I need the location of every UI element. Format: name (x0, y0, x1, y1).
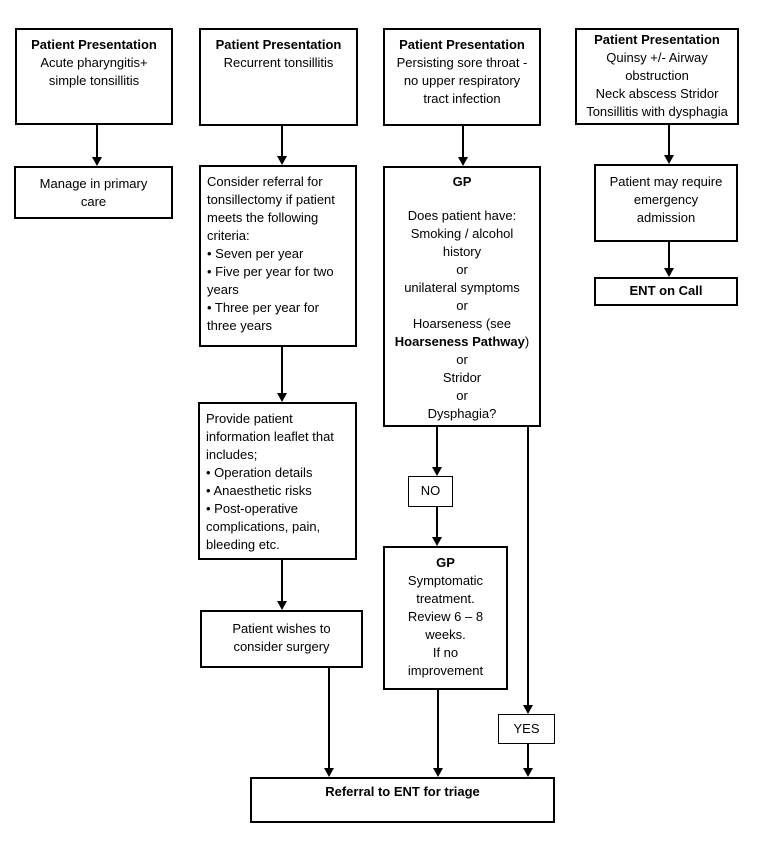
arrowhead-down-icon (523, 768, 533, 777)
connector-quinsy-to-emergency (668, 125, 670, 155)
node-referral-ent-triage: Referral to ENT for triage (250, 777, 555, 823)
node-no-label: NO (408, 476, 453, 507)
question-text-post: ) or Stridor or Dysphagia? (427, 334, 530, 421)
node-body: NO (420, 483, 441, 498)
node-body: Symptomatic treatment. Review 6 – 8 week… (407, 573, 484, 678)
node-body: Consider referral for tonsillectomy if p… (207, 174, 335, 333)
arrowhead-down-icon (432, 537, 442, 546)
arrowhead-down-icon (433, 768, 443, 777)
node-body: Acute pharyngitis+ simple tonsillitis (40, 55, 148, 88)
node-body: Persisting sore throat - no upper respir… (396, 55, 528, 106)
connector-yes-to-referral (527, 744, 529, 768)
node-body: Manage in primary care (39, 176, 148, 209)
node-patient-wishes-surgery: Patient wishes to consider surgery (200, 610, 363, 668)
node-body: Patient wishes to consider surgery (232, 621, 331, 654)
connector-gp-to-no (436, 427, 438, 467)
node-body: Quinsy +/- Airway obstruction Neck absce… (586, 50, 728, 119)
node-title: Patient Presentation (215, 37, 342, 52)
node-title: GP (436, 555, 455, 570)
connector-gp-to-yes (527, 427, 529, 706)
connector-treatment-to-referral (437, 690, 439, 768)
arrowhead-down-icon (277, 393, 287, 402)
node-title: GP (452, 174, 472, 189)
arrowhead-down-icon (664, 268, 674, 277)
connector-criteria-to-leaflet (281, 347, 283, 393)
connector-leaflet-to-surgery (281, 560, 283, 601)
arrowhead-down-icon (277, 601, 287, 610)
connector-emergency-to-entoncall (668, 242, 670, 268)
node-manage-primary-care: Manage in primary care (14, 166, 173, 219)
arrowhead-down-icon (277, 156, 287, 165)
arrowhead-down-icon (458, 157, 468, 166)
connector-recurrent-to-criteria (281, 126, 283, 156)
arrowhead-down-icon (664, 155, 674, 164)
node-body: Referral to ENT for triage (325, 784, 480, 799)
arrowhead-down-icon (432, 467, 442, 476)
connector-no-to-treatment (436, 507, 438, 537)
node-emergency-admission: Patient may require emergency admission (594, 164, 738, 242)
node-gp-symptomatic-treatment: GP Symptomatic treatment. Review 6 – 8 we… (383, 546, 508, 690)
node-body: Recurrent tonsillitis (223, 55, 334, 70)
connector-surgery-to-referral (328, 668, 330, 768)
hoarseness-pathway-reference: Hoarseness Pathway (394, 334, 525, 349)
node-title: Patient Presentation (31, 37, 157, 52)
question-text-pre: Does patient have: Smoking / alcohol his… (404, 208, 520, 331)
node-title: Patient Presentation (399, 37, 525, 52)
connector-sorethroat-to-gp (462, 126, 464, 157)
arrowhead-down-icon (523, 705, 533, 714)
node-tonsillectomy-criteria: Consider referral for tonsillectomy if p… (199, 165, 357, 347)
node-body: ENT on Call (629, 283, 703, 298)
connector-pharyngitis-to-manage (96, 125, 98, 157)
node-body: YES (513, 721, 540, 736)
node-title: Patient Presentation (594, 32, 720, 47)
arrowhead-down-icon (324, 768, 334, 777)
node-body: Provide patient information leaflet that… (206, 411, 334, 552)
arrowhead-down-icon (92, 157, 102, 166)
node-yes-label: YES (498, 714, 555, 744)
node-gp-question: GP Does patient have: Smoking / alcohol h… (383, 166, 541, 427)
node-body: Does patient have: Smoking / alcohol his… (385, 207, 539, 423)
node-ent-on-call: ENT on Call (594, 277, 738, 306)
node-patient-leaflet: Provide patient information leaflet that… (198, 402, 357, 560)
node-body: Patient may require emergency admission (609, 174, 723, 225)
